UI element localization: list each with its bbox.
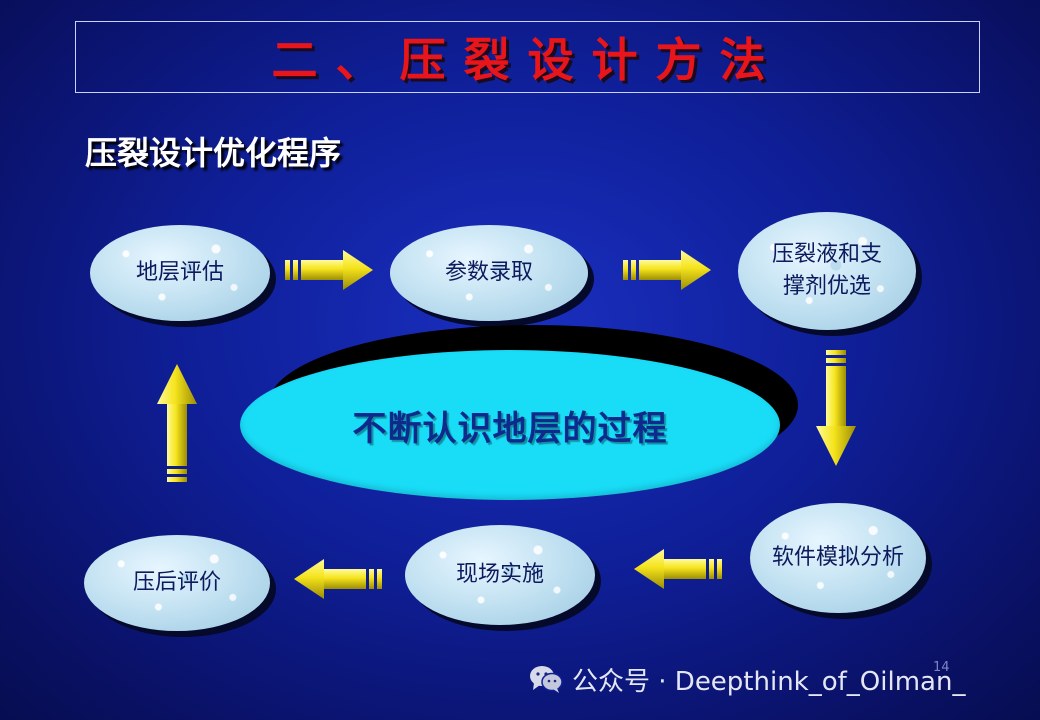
center-label: 不断认识地层的过程: [352, 408, 668, 449]
node-field-implementation: 现场实施: [405, 525, 595, 625]
arrow-down-icon: [816, 350, 856, 466]
node-label: 参数录取: [444, 260, 533, 286]
watermark: 公众号 · Deepthink_of_Oilman_: [528, 663, 966, 697]
node-label: 压后评价: [132, 570, 221, 596]
arrow-right-icon: [623, 250, 711, 290]
watermark-text: 公众号 · Deepthink_of_Oilman_: [572, 666, 966, 697]
node-formation-evaluation: 地层评估: [90, 225, 270, 321]
arrow-up-icon: [157, 364, 197, 482]
node-label: 软件模拟分析: [771, 545, 904, 571]
center-ellipse: 不断认识地层的过程: [240, 350, 780, 500]
arrow-left-icon: [294, 559, 382, 599]
node-label: 地层评估: [135, 260, 224, 286]
node-label: 现场实施: [455, 562, 544, 588]
node-parameter-entry: 参数录取: [390, 225, 588, 321]
page-number: 14: [933, 660, 950, 675]
slide-title: 二、压裂设计方法: [271, 33, 784, 87]
arrow-right-icon: [285, 250, 373, 290]
title-box: 二、压裂设计方法: [75, 21, 980, 93]
node-software-simulation: 软件模拟分析: [750, 503, 926, 613]
wechat-icon: [530, 666, 563, 693]
node-label: 压裂液和支 撑剂优选: [771, 242, 882, 299]
node-post-frac-evaluation: 压后评价: [84, 535, 270, 631]
node-fluid-proppant-selection: 压裂液和支 撑剂优选: [738, 212, 916, 330]
slide-subtitle: 压裂设计优化程序: [85, 134, 342, 172]
arrow-left-icon: [634, 549, 722, 589]
